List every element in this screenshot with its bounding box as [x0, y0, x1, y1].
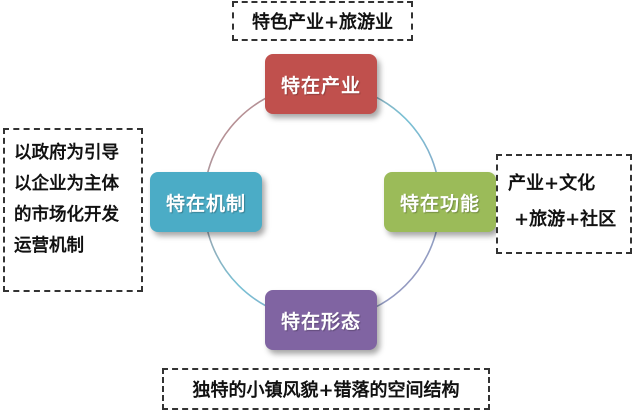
- note-mechanism-line: 运营机制: [14, 236, 84, 256]
- note-function-line: +旅游+社区: [514, 209, 617, 230]
- note-mechanism-line: 以政府为引导: [14, 143, 119, 163]
- note-mechanism-line: 的市场化开发: [14, 205, 119, 225]
- node-industry: 特在产业: [265, 54, 377, 114]
- note-form-text: 独特的小镇风貌+错落的空间结构: [192, 380, 460, 401]
- note-function: 产业+文化 +旅游+社区: [496, 154, 632, 254]
- node-function: 特在功能: [384, 172, 496, 232]
- note-industry: 特色产业+旅游业: [232, 1, 413, 41]
- note-mechanism-line: 以企业为主体: [14, 174, 119, 194]
- note-function-line: 产业+文化: [508, 173, 596, 194]
- note-form: 独特的小镇风貌+错落的空间结构: [162, 368, 490, 410]
- node-form: 特在形态: [265, 290, 377, 350]
- node-mechanism: 特在机制: [150, 172, 262, 232]
- note-mechanism: 以政府为引导 以企业为主体 的市场化开发 运营机制: [3, 128, 143, 292]
- note-industry-text: 特色产业+旅游业: [251, 12, 394, 33]
